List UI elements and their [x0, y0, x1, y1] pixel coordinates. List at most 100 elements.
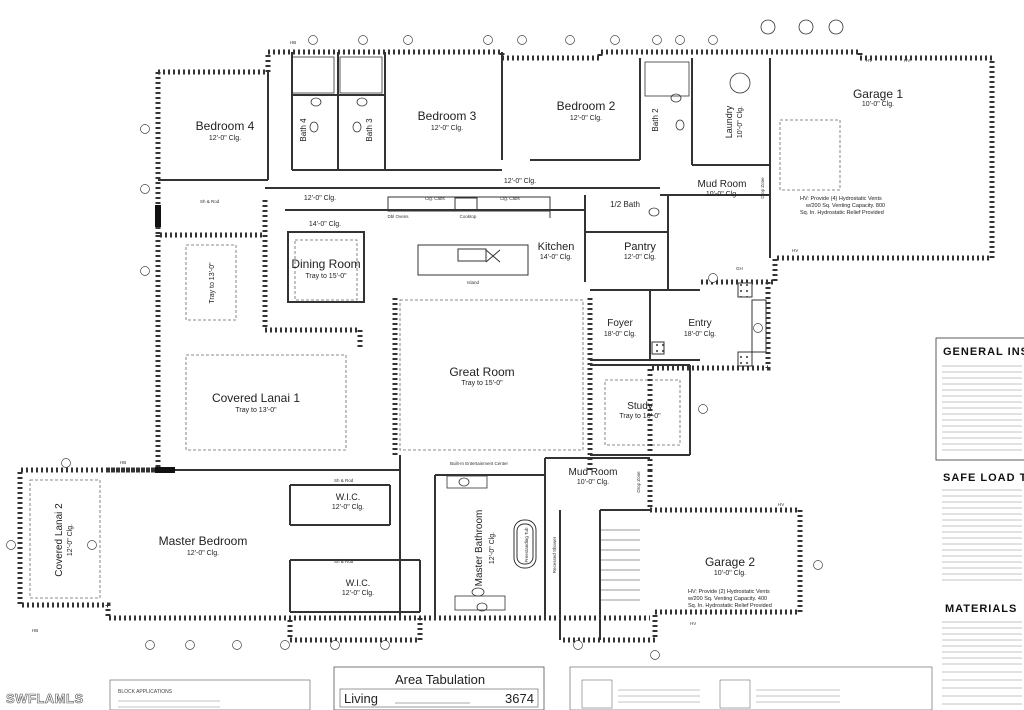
- steel-columns: [155, 205, 175, 473]
- halfbath-name: 1/2 Bath: [610, 200, 640, 209]
- drop-zone-note-1: Drop Zone: [760, 177, 765, 199]
- hall1-clg: 12'-0" Clg.: [304, 195, 336, 202]
- bath4-name: Bath 4: [299, 118, 308, 142]
- entry-porch: [651, 282, 767, 367]
- exterior-walls: [17, 49, 995, 643]
- lanai1-name: Covered Lanai 1: [212, 391, 300, 405]
- hv-garage1-note-2: w/200 Sq. Venting Capacity. 800: [805, 203, 885, 209]
- hb-note-1: HB: [290, 40, 296, 45]
- bedroom2-clg: 12'-0" Clg.: [570, 115, 602, 122]
- mudroom2-clg: 10'-0" Clg.: [577, 479, 609, 486]
- plumbing-fixtures: [291, 19, 844, 612]
- kitchen-island: [417, 244, 529, 276]
- mls-watermark: SWFLAMLS: [6, 691, 84, 706]
- bedroom4-clg: 12'-0" Clg.: [209, 135, 241, 142]
- entry-name: Entry: [688, 318, 711, 329]
- area-living-value: 3674: [505, 691, 534, 706]
- gh-note: GH: [736, 266, 743, 271]
- laundry-name: Laundry: [724, 105, 734, 138]
- hv-garage2-note-2: w/200 Sq. Venting Capacity. 400: [687, 596, 767, 602]
- greatroom-clg: Tray to 15'-0": [461, 380, 503, 387]
- dining-name: Dining Room: [291, 257, 360, 271]
- shower-note: Recessed Shower: [552, 536, 557, 573]
- foyer-clg: 18'-0" Clg.: [604, 331, 636, 338]
- wic2-name: W.I.C.: [346, 578, 371, 588]
- materials-panel: MATERIALS: [942, 603, 1022, 705]
- study-name: Study: [627, 401, 653, 412]
- bedroom2-name: Bedroom 2: [557, 99, 616, 113]
- hv-garage1-note-3: Sq. In. Hydrostatic Relief Provided: [800, 210, 884, 216]
- materials-title: MATERIALS: [945, 603, 1017, 615]
- general-instructions-panel: GENERAL INST: [935, 337, 1024, 461]
- mudroom1-clg: 10'-0" Clg.: [706, 191, 738, 198]
- hall2-clg: 14'-0" Clg.: [309, 221, 341, 228]
- hv-note-4: HV: [778, 502, 784, 507]
- pantry-name: Pantry: [624, 241, 656, 253]
- area-living-label: Living: [344, 691, 378, 706]
- detail-legend-panel: [569, 666, 933, 710]
- block-title: BLOCK APPLICATIONS: [118, 689, 173, 695]
- island-note: Island: [467, 280, 480, 285]
- kitchen-counter: [387, 196, 551, 218]
- bedroom3-clg: 12'-0" Clg.: [431, 125, 463, 132]
- bedroom3-name: Bedroom 3: [418, 109, 477, 123]
- hv-note-1: HV: [866, 58, 872, 63]
- laundry-clg: 10'-0" Clg.: [737, 106, 744, 138]
- garage-stairs: [600, 529, 640, 601]
- mudroom1-name: Mud Room: [698, 179, 747, 190]
- safe-load-panel: SAFE LOAD TA: [942, 472, 1024, 581]
- lanai2-name: Covered Lanai 2: [54, 503, 65, 577]
- built-in-note: Built-In Entertainment Center: [450, 461, 509, 466]
- area-title: Area Tabulation: [395, 672, 485, 687]
- bath3-name: Bath 3: [365, 118, 374, 142]
- bath2-name: Bath 2: [651, 108, 660, 132]
- sh-rod-note-2: Sh & Rod: [334, 559, 354, 564]
- area-tabulation-panel: Area Tabulation Living 3674: [333, 666, 545, 710]
- interior-walls: [158, 52, 771, 640]
- master-clg: 12'-0" Clg.: [187, 550, 219, 557]
- garage1-clg: 10'-0" Clg.: [862, 101, 894, 108]
- room-labels: Bedroom 4 12'-0" Clg. Bedroom 3 12'-0" C…: [54, 87, 903, 597]
- lanai1-clg: Tray to 13'-0": [235, 407, 277, 414]
- hv-garage2-note-3: Sq. In. Hydrostatic Relief Provided: [688, 603, 772, 609]
- hv-note-2: HV: [904, 58, 910, 63]
- grid-bubbles-top: [6, 35, 823, 660]
- hv-garage2-note: HV: Provide (2) Hydrostatic Vents: [688, 589, 770, 595]
- master-name: Master Bedroom: [159, 534, 248, 548]
- wic2-clg: 12'-0" Clg.: [342, 590, 374, 597]
- plan-notes: HV: Provide (4) Hydrostatic Vents w/200 …: [32, 40, 910, 633]
- lanai2-clg: 12'-0" Clg.: [67, 524, 74, 556]
- study-clg: Tray to 16'-0": [619, 413, 661, 420]
- hv-garage1-note: HV: Provide (4) Hydrostatic Vents: [800, 196, 882, 202]
- wic1-name: W.I.C.: [336, 492, 361, 502]
- kitchen-clg: 14'-0" Clg.: [540, 254, 572, 261]
- drop-zone-note-2: Drop Zone: [636, 471, 641, 493]
- masterbath-name: Master Bathroom: [474, 510, 485, 587]
- tray-outlines: [29, 119, 841, 599]
- mudroom2-name: Mud Room: [569, 467, 618, 478]
- entry-clg: 18'-0" Clg.: [684, 331, 716, 338]
- masterbath-clg: 12'-0" Clg.: [489, 532, 496, 564]
- garage2-name: Garage 2: [705, 555, 755, 569]
- safe-title: SAFE LOAD TA: [943, 472, 1024, 484]
- freestanding-tub: [513, 519, 537, 569]
- clg-cabs-note-2: Clg. Cabs: [500, 196, 521, 201]
- hv-note-3: HV: [792, 248, 798, 253]
- kitchen-name: Kitchen: [538, 241, 575, 253]
- sh-rod-note-1: Sh & Rod: [334, 478, 354, 483]
- tub-note: Freestanding Tub: [524, 527, 529, 563]
- hb-note-3: HB: [32, 628, 38, 633]
- wic1-clg: 12'-0" Clg.: [332, 504, 364, 511]
- tray13-clg: Tray to 13'-0": [209, 262, 216, 304]
- cooktop-note: Cooktop: [460, 214, 477, 219]
- general-title: GENERAL INST: [943, 346, 1024, 358]
- greatroom-name: Great Room: [449, 365, 514, 379]
- hall3-clg: 12'-0" Clg.: [504, 178, 536, 185]
- hv-note-5: HV: [690, 621, 696, 626]
- bedroom4-name: Bedroom 4: [196, 119, 255, 133]
- foyer-name: Foyer: [607, 318, 633, 329]
- pantry-clg: 12'-0" Clg.: [624, 254, 656, 261]
- hb-note-2: HB: [120, 460, 126, 465]
- garage2-clg: 10'-0" Clg.: [714, 570, 746, 577]
